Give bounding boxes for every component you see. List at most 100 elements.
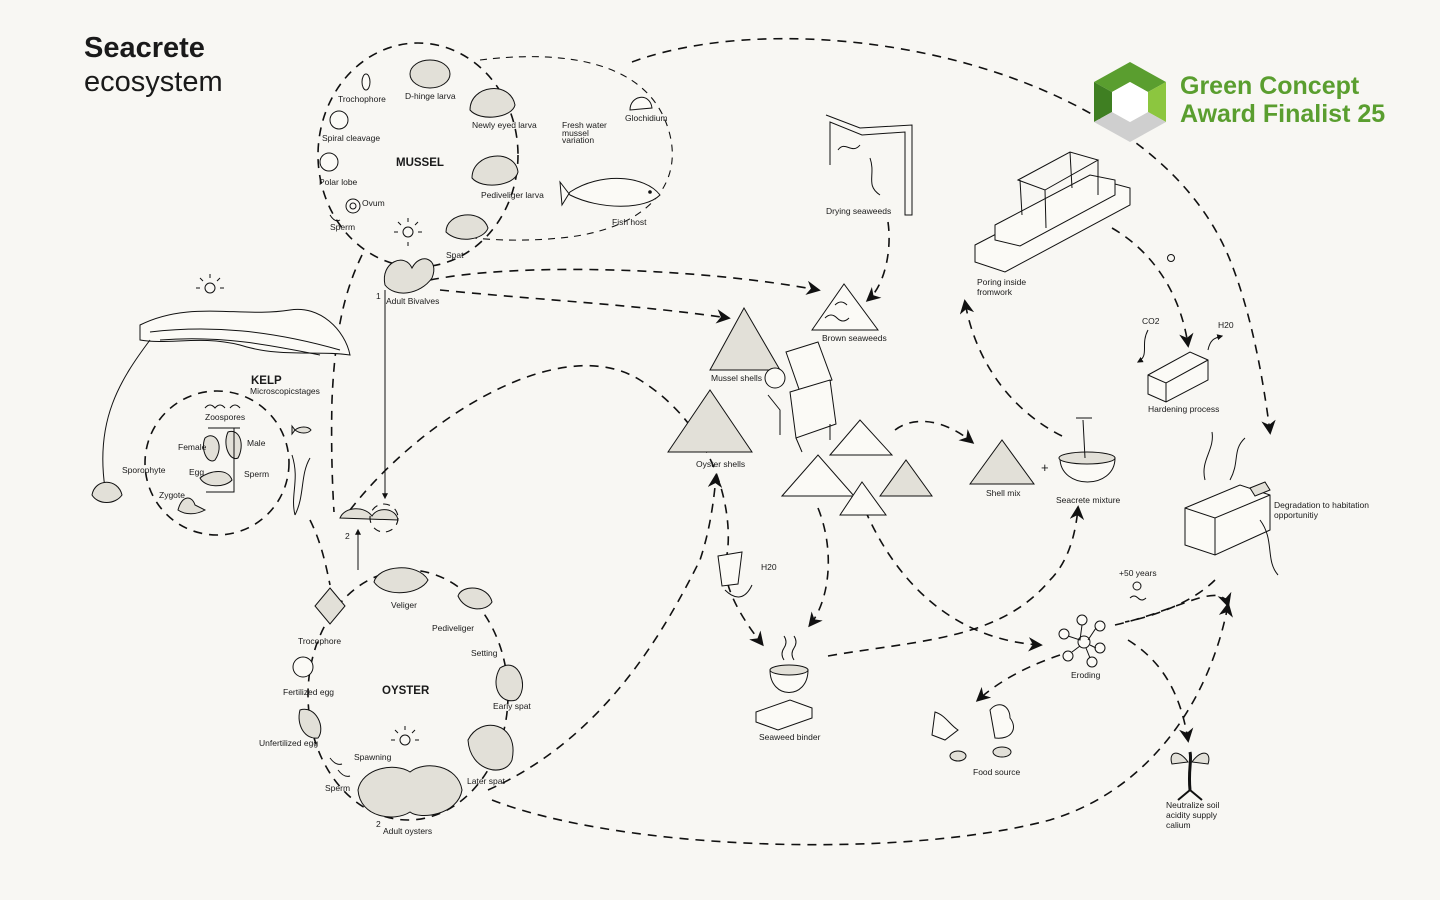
mussel-shells-label: Mussel shells [711,373,762,383]
d-hinge-larva-icon [409,59,451,89]
binder-label: Seaweed binder [759,732,821,742]
kelp-frond-lines-icon [149,328,341,356]
fish-host-icon [559,177,661,207]
kelp-stage-female: Female [178,442,207,452]
ovum-core-icon [349,202,357,210]
ovum-icon [345,198,361,214]
oyster-stage-veliger: Veliger [391,600,417,610]
spat-icon [445,214,489,240]
sporophyte-icon [291,454,311,516]
neutralize-label-2: acidity supply [1166,810,1218,820]
later-spat-icon [467,724,514,771]
award-logo-icon [1094,62,1166,142]
measuring-cup-icon [717,551,753,598]
powder-pile-3 [839,481,887,516]
degradation-label-2: opportunitiy [1274,510,1319,520]
male-gametophyte-icon [225,430,242,460]
zygote-icon [177,497,207,515]
veliger-icon [373,567,429,594]
title-block: Seacrete ecosystem [84,32,223,100]
mussel-shells-pile [709,306,781,371]
award-logo-left [1094,82,1112,122]
oyster-heading: OYSTER [382,685,430,697]
habitat-block-icon [1184,431,1279,576]
kelp-stage-sporophyte: Sporophyte [122,465,166,475]
freshwater-line-3: variation [562,135,594,145]
award-badge: Green Concept Award Finalist 25 [1088,60,1388,144]
fish-small-icon [291,424,312,436]
mussel-heading: MUSSEL [396,157,444,169]
kelp-illustrations [91,274,399,533]
kelp-stage-sperm: Sperm [244,469,269,479]
co2-label: CO2 [1142,316,1160,326]
oyster-stage-setting: Setting [471,648,498,658]
kelp-stage-egg: Egg [189,467,204,477]
hardening-label: Hardening process [1148,404,1219,414]
process-illustrations [667,114,1279,801]
h2o-label: H20 [761,562,777,572]
pediveliger-icon [457,587,493,610]
oyster-stage-adult: Adult oysters [383,826,432,836]
mussel-stage-newly-eyed: Newly eyed larva [472,120,537,130]
powder-pile-4 [879,459,933,497]
arrow-bivalves-to-brown-seaweeds [429,268,821,295]
mussel-stage-ovum: Ovum [362,198,385,208]
oyster-stage-early-spat: Early spat [493,701,531,711]
oyster-stage-unfertilized: Unfertilized egg [259,738,318,748]
kelp-cycle-ring [144,390,290,536]
eroding-network-icon [1058,614,1106,668]
poring-label-1: Poring inside [977,277,1026,287]
mussel-stage-pediveliger: Pediveliger larva [481,190,544,200]
spiral-cleavage-icon [329,110,349,130]
seacrete-mixture-bowl [1058,417,1116,483]
pediveliger-larva-icon [471,155,519,186]
formwork-icon [974,151,1131,273]
arrow-drying-to-brown [865,221,890,302]
number-one: 1 [376,291,381,301]
mussel-stage-spat: Spat [446,250,464,260]
freshwater-cycle-ring [454,56,673,241]
newly-eyed-larva-icon [469,88,516,118]
oyster-sperm-icon [329,757,351,777]
kelp-stage-male: Male [247,438,266,448]
kelp-frond-icon [139,308,351,356]
polar-lobe-icon [319,152,339,172]
years-label: +50 years [1119,568,1157,578]
grinder-machine-icon [764,341,837,453]
arrow-oyster-to-degradation [491,602,1233,846]
co2-arrow-icon [1136,329,1149,363]
kelp-stage-zoospores: Zoospores [205,412,245,422]
arrow-mussel-to-kelp [330,254,363,513]
number-two-b: 2 [376,819,381,829]
arrow-kelp-to-kelpbed [309,519,331,586]
sprout-icon [1170,751,1210,801]
unfertilized-egg-icon [298,708,322,739]
birds-crabs-icon [931,704,1014,762]
arrow-mussel-to-hardening [631,37,1276,435]
hardening-block-icon [1147,351,1209,403]
reef-ring-icon [369,503,399,533]
award-logo-top [1094,62,1166,92]
arrow-bivalves-to-mussel-shells [439,289,731,324]
arrow-eroding-to-food [975,654,1061,702]
trocophore-icon [314,587,346,625]
adult-bivalves-icon [383,258,435,294]
glochidium-label: Glochidium [625,113,668,123]
drying-seaweeds-label: Drying seaweeds [826,206,891,216]
oyster-shells-label: Oyster shells [696,459,745,469]
oyster-illustrations [292,567,524,818]
adult-oysters-icon [357,765,463,818]
binder-pot-icon [755,635,813,731]
eroding-label: Eroding [1071,670,1101,680]
drying-rack-icon [825,114,913,216]
mussel-stage-adult: Adult Bivalves [386,296,439,306]
oyster-stage-pediveliger: Pediveliger [432,623,474,633]
mussel-stage-trochophore: Trochophore [338,94,386,104]
oyster-stage-fertilized: Fertilized egg [283,687,334,697]
award-text: Green Concept Award Finalist 25 [1180,72,1385,128]
kelp-subheading: Microscopicstages [250,386,320,396]
reef-icon [339,508,399,521]
award-logo-center [1112,82,1148,122]
mussel-illustrations [319,59,661,294]
